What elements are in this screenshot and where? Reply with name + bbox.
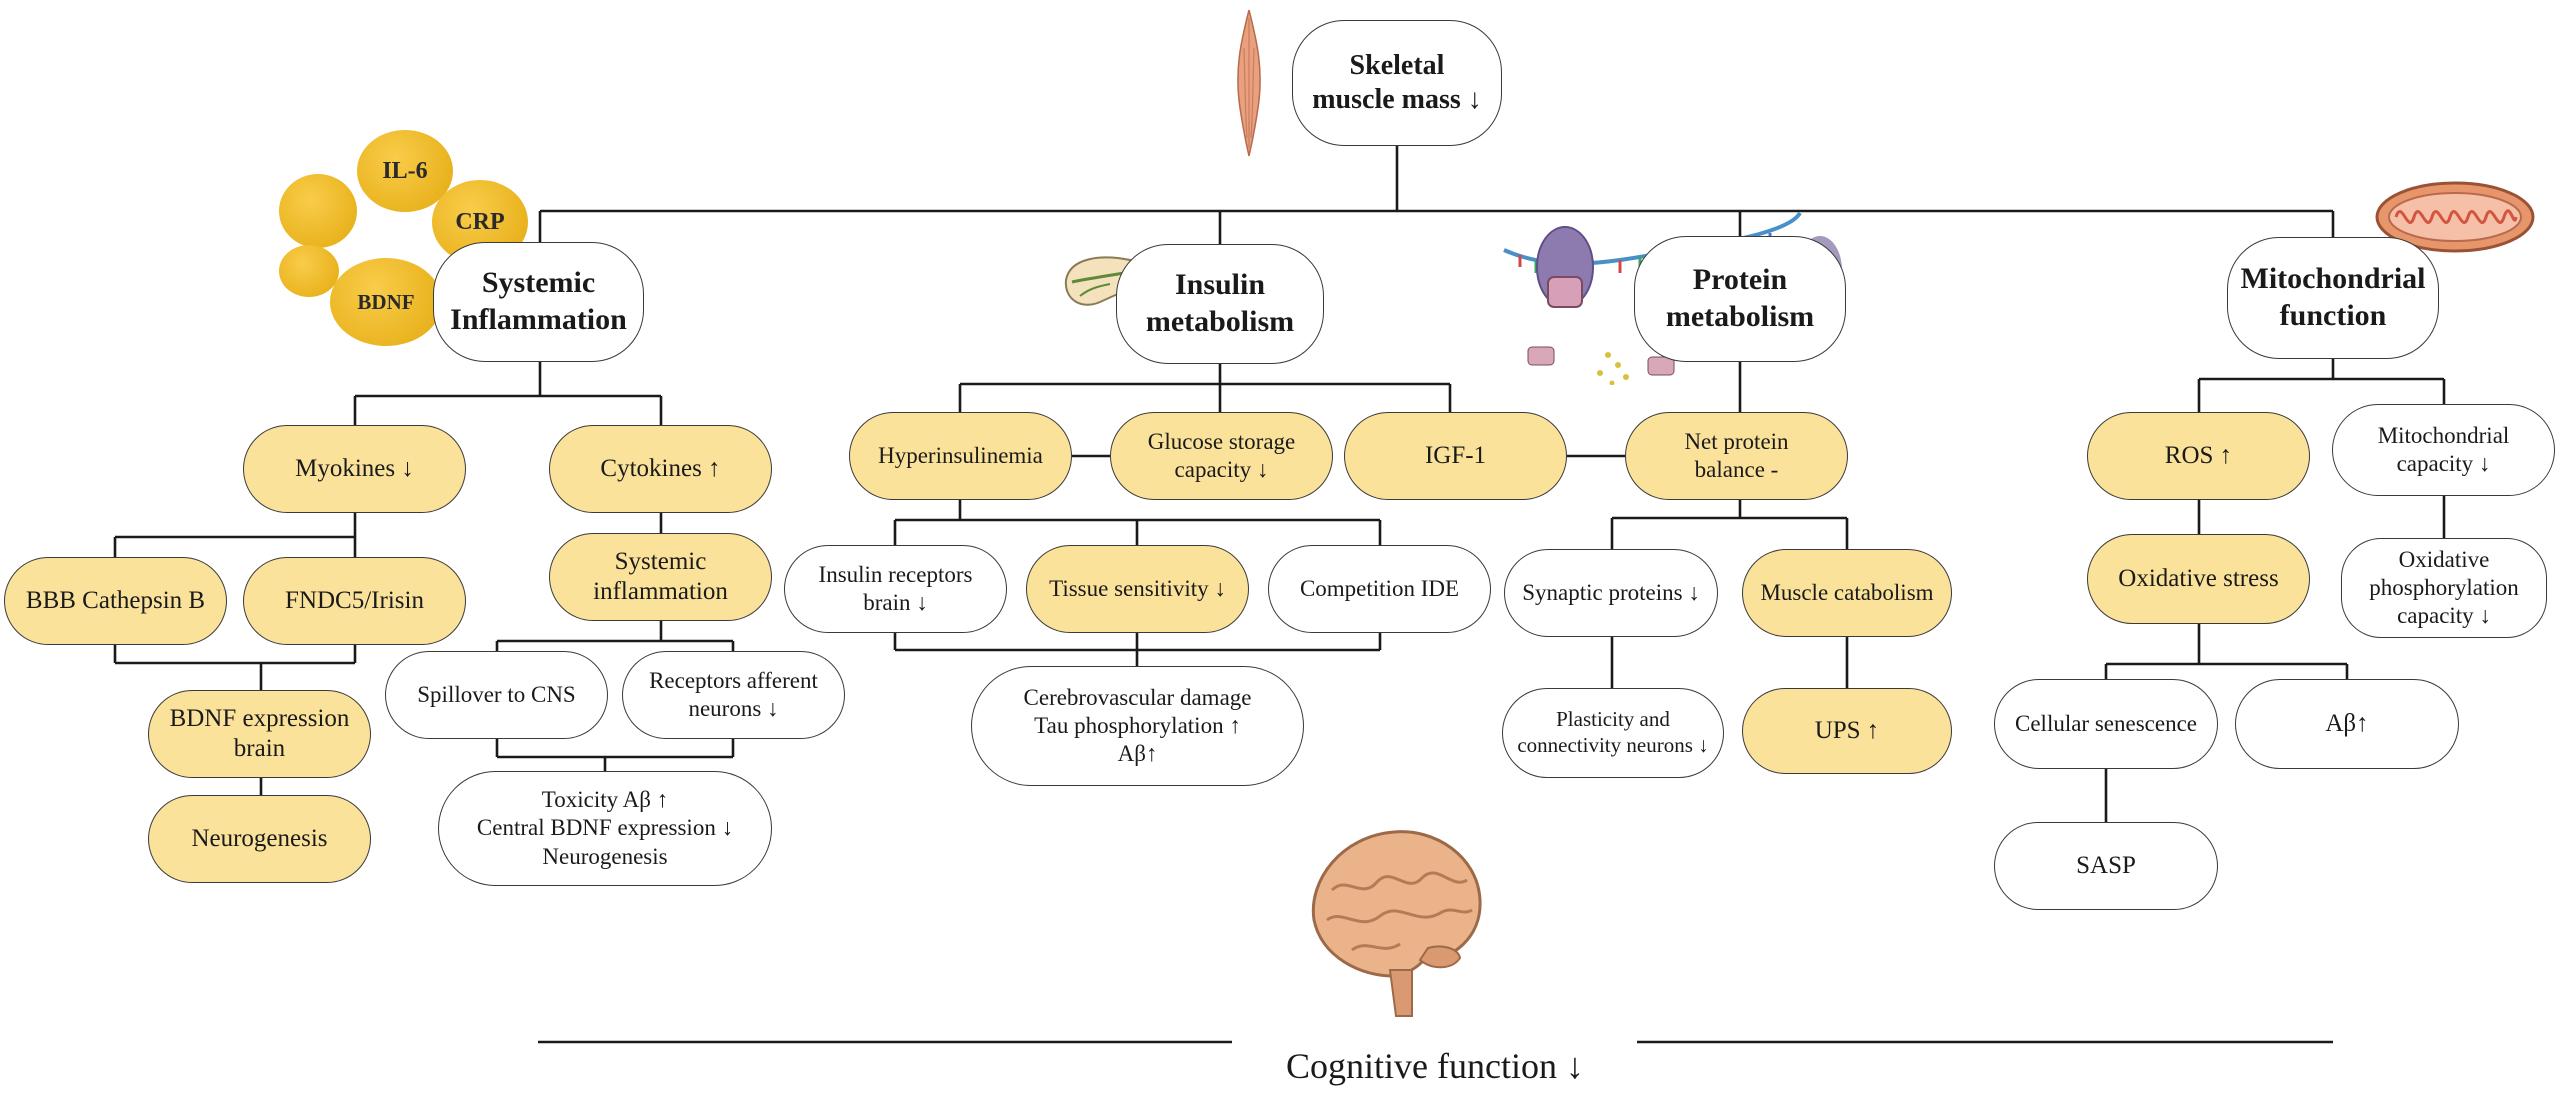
plasticity-connectivity-node: Plasticity and connectivity neurons ↓ [1502,688,1724,778]
ups-node: UPS ↑ [1742,688,1952,774]
marker-circle-blank-2 [279,245,339,297]
marker-circle-il6: IL-6 [357,130,453,212]
hyperinsulinemia-node: Hyperinsulinemia [849,412,1072,500]
brain-icon [1311,830,1482,1017]
protein-metabolism-header: Protein metabolism [1634,236,1846,362]
bbb-cathepsin-node: BBB Cathepsin B [4,557,227,645]
cellular-senescence-node: Cellular senescence [1994,679,2218,769]
net-protein-balance-node: Net protein balance - [1625,412,1848,500]
mitochondrion-icon [2375,181,2535,253]
ros-node: ROS ↑ [2087,412,2310,500]
marker-circle-bdnf: BDNF [330,258,442,346]
spillover-cns-node: Spillover to CNS [385,651,608,739]
tissue-sensitivity-node: Tissue sensitivity ↓ [1026,545,1249,633]
igf1-node: IGF-1 [1344,412,1567,500]
insulin-receptors-brain-node: Insulin receptors brain ↓ [784,545,1007,633]
receptors-afferent-node: Receptors afferent neurons ↓ [622,651,845,739]
marker-circle-blank-1 [279,174,357,248]
abeta-node: Aβ↑ [2235,679,2459,769]
competition-ide-node: Competition IDE [1268,545,1491,633]
oxidative-stress-node: Oxidative stress [2087,534,2310,624]
synaptic-proteins-node: Synaptic proteins ↓ [1504,549,1718,637]
systemic-inflammation-header: Systemic Inflammation [433,242,644,362]
mitochondrial-function-header: Mitochondrial function [2227,237,2439,359]
cerebrovascular-damage-node: Cerebrovascular damage Tau phosphorylati… [971,666,1304,786]
mitochondrial-capacity-node: Mitochondrial capacity ↓ [2332,404,2555,496]
muscle-catabolism-node: Muscle catabolism [1742,549,1952,637]
insulin-metabolism-header: Insulin metabolism [1116,244,1324,364]
systemic-inflammation-node: Systemic inflammation [549,533,772,621]
oxidative-phosphorylation-node: Oxidative phosphorylation capacity ↓ [2341,538,2547,638]
root-skeletal-muscle-mass: Skeletal muscle mass ↓ [1292,20,1502,146]
myokines-node: Myokines ↓ [243,425,466,513]
toxicity-node: Toxicity Aβ ↑ Central BDNF expression ↓ … [438,771,772,886]
fndc5-irisin-node: FNDC5/Irisin [243,557,466,645]
neurogenesis-node: Neurogenesis [148,795,371,883]
cytokines-node: Cytokines ↑ [549,425,772,513]
cognitive-function-label: Cognitive function ↓ [1286,1046,1584,1086]
muscle-icon [1237,9,1261,157]
glucose-storage-node: Glucose storage capacity ↓ [1110,412,1333,500]
bdnf-expression-node: BDNF expression brain [148,690,371,778]
sasp-node: SASP [1994,822,2218,910]
